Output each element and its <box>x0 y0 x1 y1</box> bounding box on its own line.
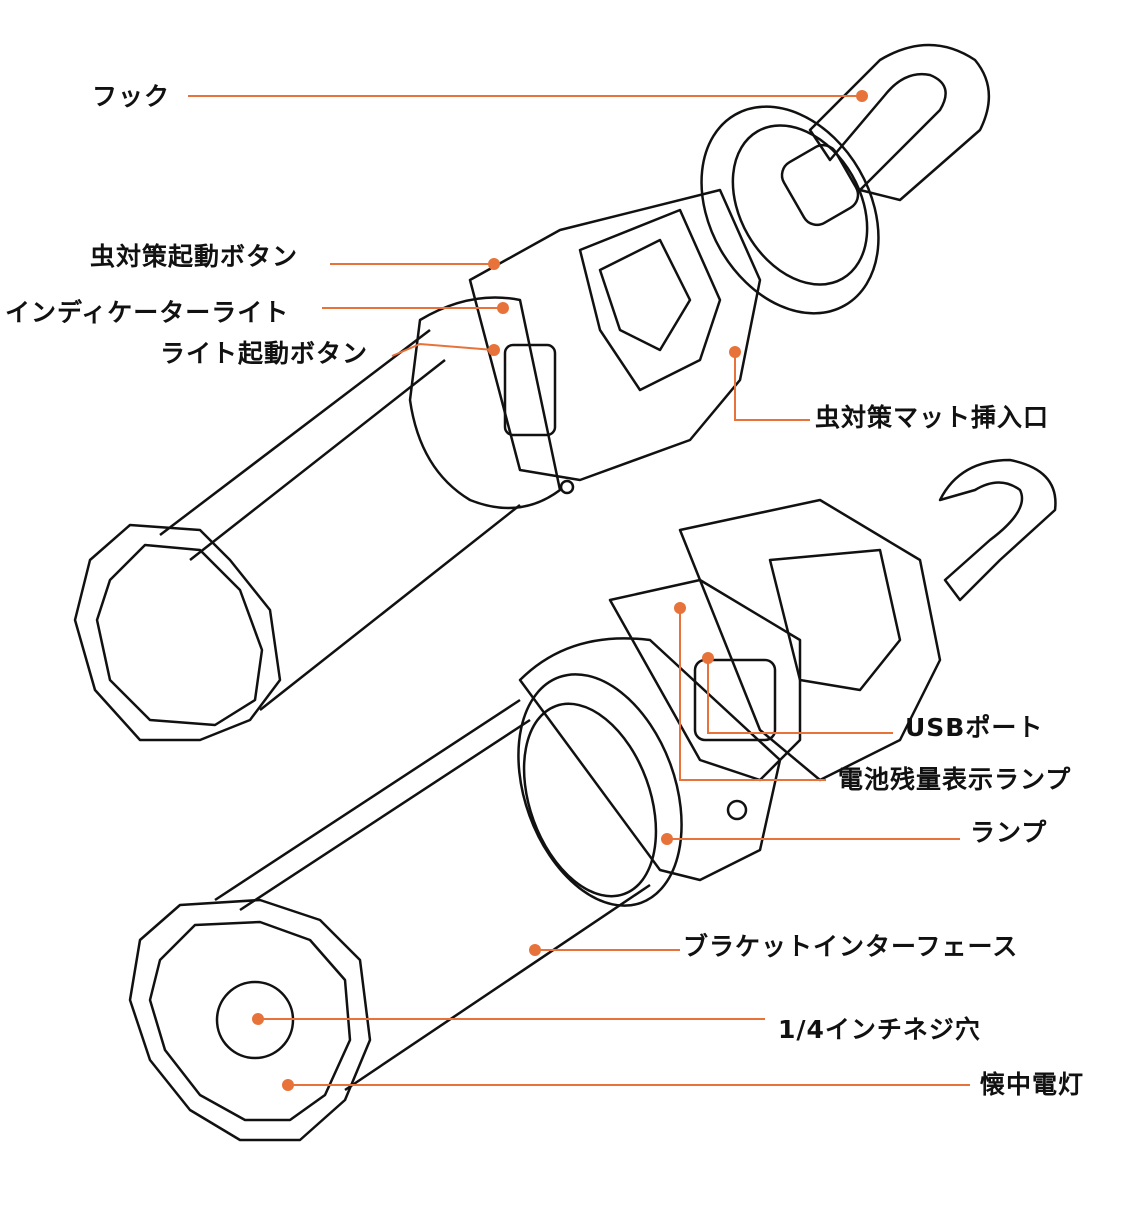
label-mat-slot: 虫対策マット挿入口 <box>815 403 1050 432</box>
dot-bracket <box>529 944 541 956</box>
dot-mat-slot <box>729 346 741 358</box>
callout-dots <box>252 90 868 1091</box>
leader-usb <box>707 658 893 734</box>
dot-hook <box>856 90 868 102</box>
dot-insect-button <box>488 258 500 270</box>
leader-mat-slot <box>734 352 810 421</box>
dot-battery <box>674 602 686 614</box>
dot-lamp <box>661 833 673 845</box>
label-hook: フック <box>92 82 171 111</box>
dot-indicator <box>497 302 509 314</box>
dot-light-button <box>488 344 500 356</box>
label-screw-hole: 1/4インチネジ穴 <box>778 1015 981 1044</box>
leader-battery <box>679 608 826 781</box>
top-lantern-drawing <box>73 43 991 742</box>
dot-usb <box>702 652 714 664</box>
leader-lines <box>188 95 970 1086</box>
label-lamp: ランプ <box>970 818 1048 847</box>
label-light-button: ライト起動ボタン <box>160 339 369 368</box>
label-battery-lamp: 電池残量表示ランプ <box>838 765 1072 794</box>
label-flashlight: 懐中電灯 <box>980 1070 1085 1099</box>
label-insect-button: 虫対策起動ボタン <box>90 242 299 271</box>
bottom-lantern-drawing <box>128 458 1057 1142</box>
label-usb-port: USBポート <box>905 713 1044 742</box>
label-indicator-light: インディケーターライト <box>5 298 290 327</box>
dot-flashlight <box>282 1079 294 1091</box>
leader-light-button <box>391 342 495 357</box>
label-bracket-interface: ブラケットインターフェース <box>683 932 1019 961</box>
dot-screw <box>252 1013 264 1025</box>
